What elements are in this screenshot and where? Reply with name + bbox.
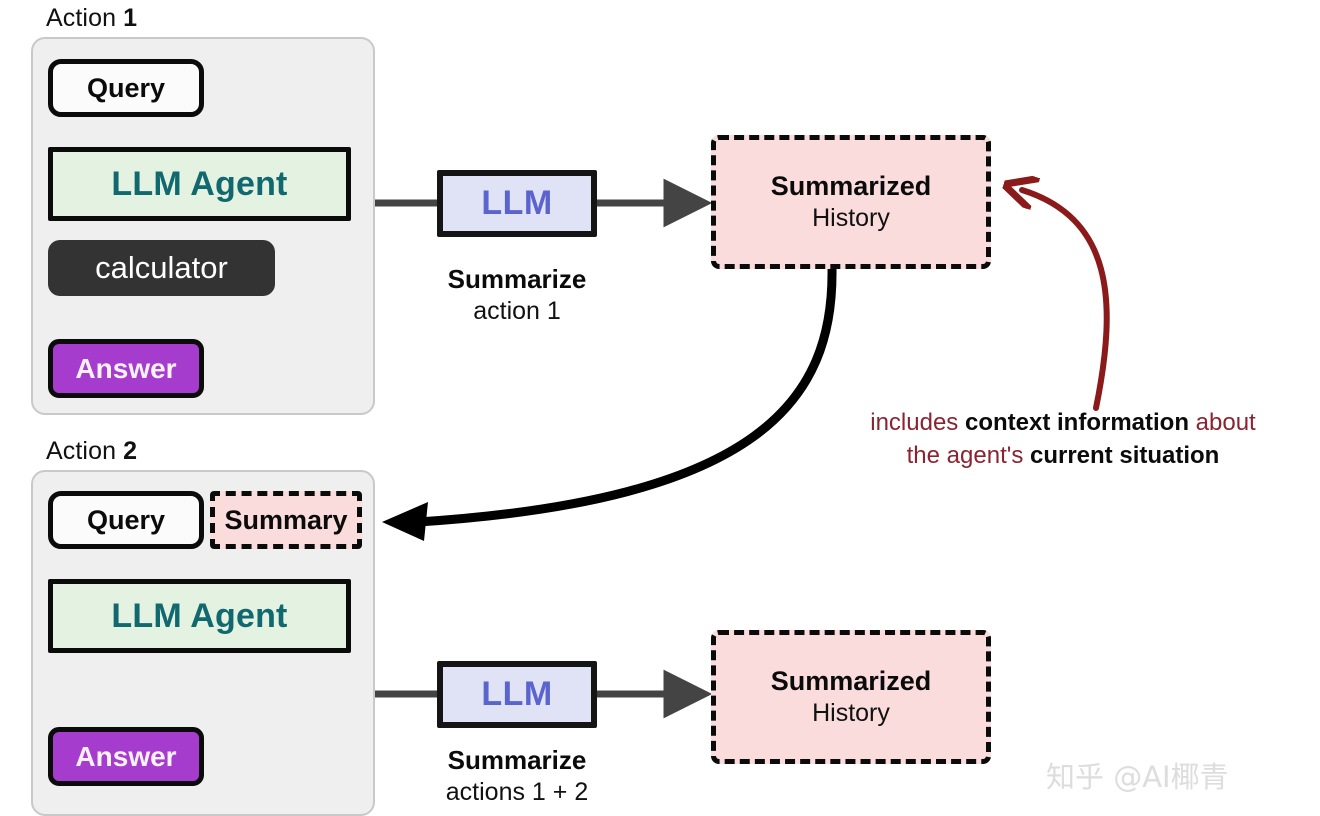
- action-2-answer-box[interactable]: Answer: [48, 727, 204, 786]
- action-1-label-prefix: Action: [46, 4, 124, 32]
- action-1-summarize-caption: Summarize action 1: [397, 264, 637, 326]
- context-annotation-line-1: includes context information about: [828, 407, 1298, 440]
- action-2-caption-bold: Summarize: [447, 745, 587, 775]
- action-1-caption-bold: Summarize: [447, 264, 587, 294]
- action-1-answer-box[interactable]: Answer: [48, 339, 204, 398]
- action-2-summarize-caption: Summarize actions 1 + 2: [397, 745, 637, 807]
- action-2-agent-box[interactable]: LLM Agent: [48, 579, 351, 653]
- action-2-label-number: 2: [123, 437, 138, 465]
- action-1-label: Action 1: [46, 4, 137, 33]
- action-2-summary-box[interactable]: Summary: [210, 491, 362, 549]
- link-history-to-summary: [413, 263, 837, 527]
- watermark: 知乎 @AI椰青: [1046, 760, 1229, 794]
- action-1-summarized-history-box[interactable]: Summarized History: [711, 135, 991, 269]
- context-annotation-line-2: the agent's current situation: [828, 440, 1298, 473]
- annotation-l2-bold: current situation: [1029, 441, 1220, 469]
- action-2-summarized-history-box[interactable]: Summarized History: [711, 630, 991, 764]
- annotation-l1-a: includes: [870, 409, 965, 436]
- action-2-label-prefix: Action: [46, 437, 124, 465]
- action-1-history-sub: History: [812, 204, 890, 233]
- annotation-callout-arrow: [1022, 190, 1110, 411]
- context-annotation: includes context information about the a…: [828, 407, 1298, 472]
- action-1-llm-box[interactable]: LLM: [437, 170, 597, 237]
- annotation-l2-a: the agent's: [906, 441, 1030, 469]
- action-1-history-title: Summarized: [770, 171, 932, 202]
- action-1-agent-box[interactable]: LLM Agent: [48, 147, 351, 221]
- action-2-llm-box[interactable]: LLM: [437, 661, 597, 728]
- action-1-query-box[interactable]: Query: [48, 59, 204, 117]
- action-2-query-box[interactable]: Query: [48, 491, 204, 549]
- action-2-history-sub: History: [812, 699, 890, 728]
- annotation-l1-b: about: [1189, 409, 1256, 436]
- action-2-label: Action 2: [46, 437, 137, 466]
- action-2-caption-sub: actions 1 + 2: [445, 777, 589, 806]
- action-1-tool-box[interactable]: calculator: [48, 240, 275, 296]
- annotation-l1-bold: context information: [964, 409, 1189, 436]
- action-1-caption-sub: action 1: [473, 296, 561, 325]
- action-1-label-number: 1: [123, 4, 138, 32]
- action-2-history-title: Summarized: [770, 666, 932, 697]
- feedback-arrowhead: [382, 502, 428, 541]
